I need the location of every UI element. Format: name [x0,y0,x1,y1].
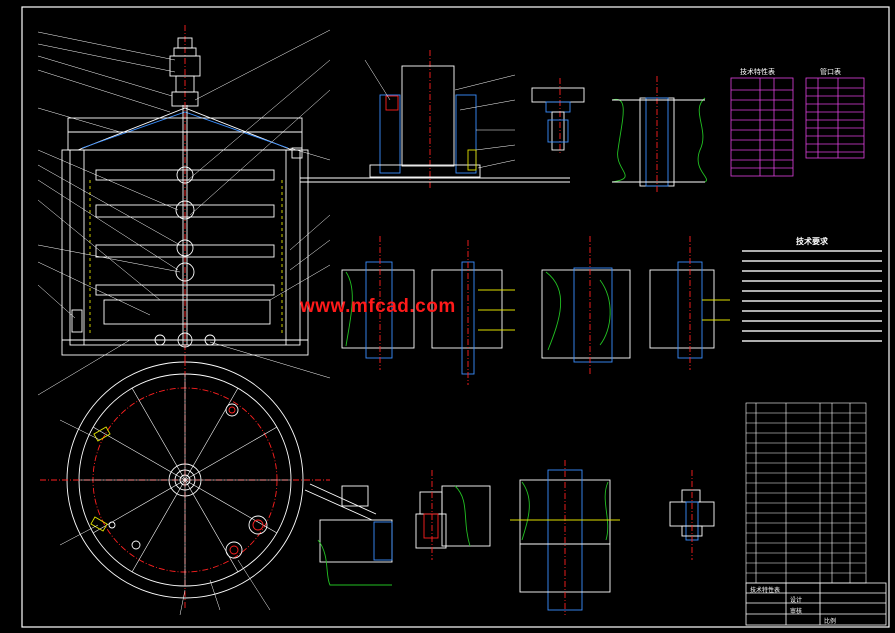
vessel-elevation [37,25,331,396]
note-line [742,270,882,272]
nozzle-table [805,77,865,159]
tech-characteristics-title: 技术特性表 [740,68,775,76]
note-line [742,310,882,312]
note-line [742,330,882,332]
watermark-text: www.mfcad.com [300,296,456,317]
title-block-cell: 审核 [790,608,803,615]
note-line [742,300,882,302]
title-block [745,582,887,626]
title-block-cell: 技术特性表 [750,587,781,594]
note-line [742,250,882,252]
top-section-detail [300,50,570,190]
middle-detail-row [341,236,730,385]
note-line [742,280,882,282]
technical-notes-title: 技术要求 [796,237,828,246]
note-line [742,340,882,342]
note-line [742,260,882,262]
drawing-border [21,6,890,628]
note-line [742,290,882,292]
bottom-detail-row [304,460,715,615]
nozzle-table-title: 管口表 [820,68,841,76]
parts-list [745,402,867,584]
title-block-cell: 比例 [824,618,837,625]
tech-characteristics-table [730,77,794,177]
manhole-detail [611,76,707,192]
note-line [742,320,882,322]
title-block-cell: 设计 [790,597,803,604]
vessel-plan-view [40,360,330,616]
flange-detail-small [531,78,585,155]
